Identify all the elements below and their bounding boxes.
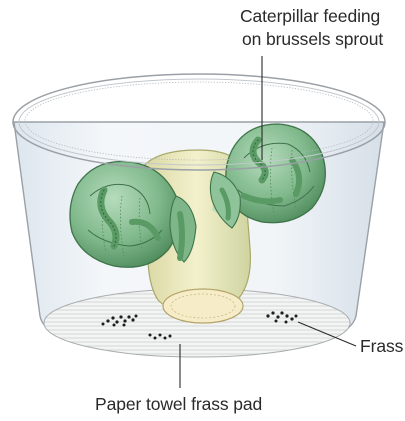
caterpillar-label-line1: Caterpillar feeding [240,6,380,26]
brussels-sprout-left [70,161,180,267]
pad-label: Paper towel frass pad [95,394,262,414]
caterpillar-label-line2: on brussels sprout [242,29,383,49]
frass-label: Frass [360,336,404,356]
brussels-sprout-right [226,124,326,223]
